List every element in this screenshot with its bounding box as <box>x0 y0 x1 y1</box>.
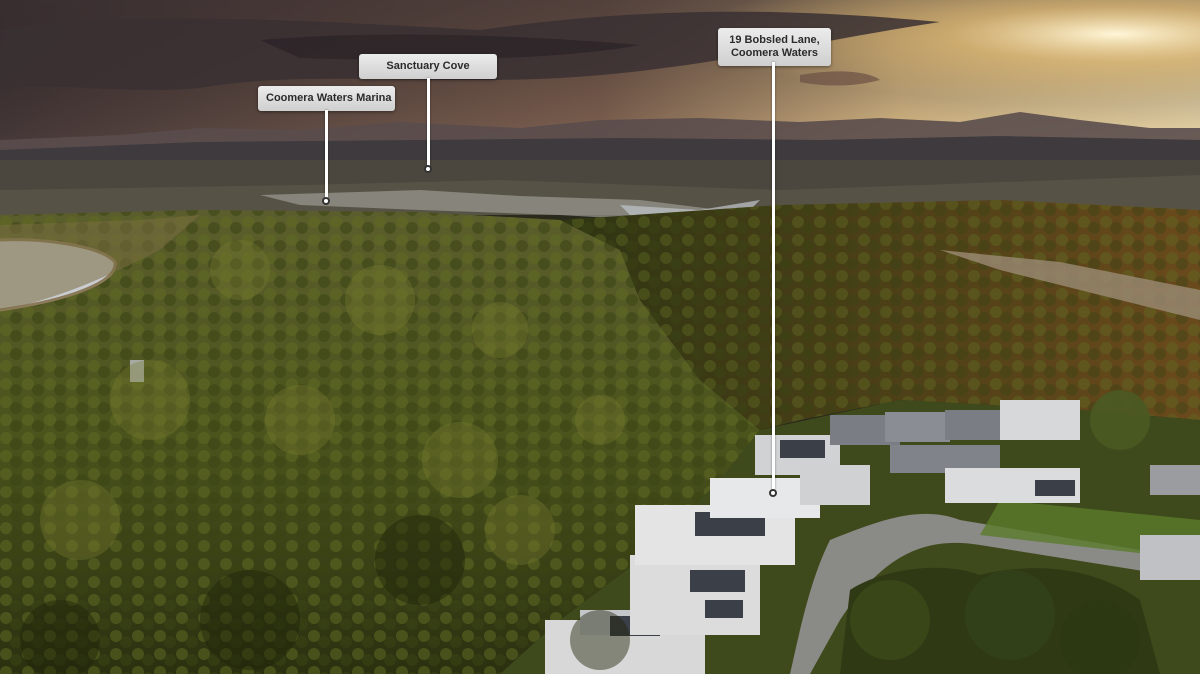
callout-property-address: 19 Bobsled Lane, Coomera Waters <box>718 28 831 66</box>
location-dot-icon <box>769 489 777 497</box>
callout-label-line1: 19 Bobsled Lane, <box>729 34 820 46</box>
callout-label-line2: Coomera Waters <box>730 47 818 59</box>
location-dot-icon <box>322 197 330 205</box>
callout-stem <box>325 110 328 198</box>
callout-stem <box>427 78 430 166</box>
location-dot-icon <box>424 165 432 173</box>
callout-label: Sanctuary Cove <box>386 60 470 72</box>
callout-coomera-waters-marina: Coomera Waters Marina <box>258 86 395 111</box>
callout-sanctuary-cove: Sanctuary Cove <box>359 54 497 79</box>
callout-stem <box>772 62 775 490</box>
callout-label: Coomera Waters Marina <box>266 92 392 104</box>
